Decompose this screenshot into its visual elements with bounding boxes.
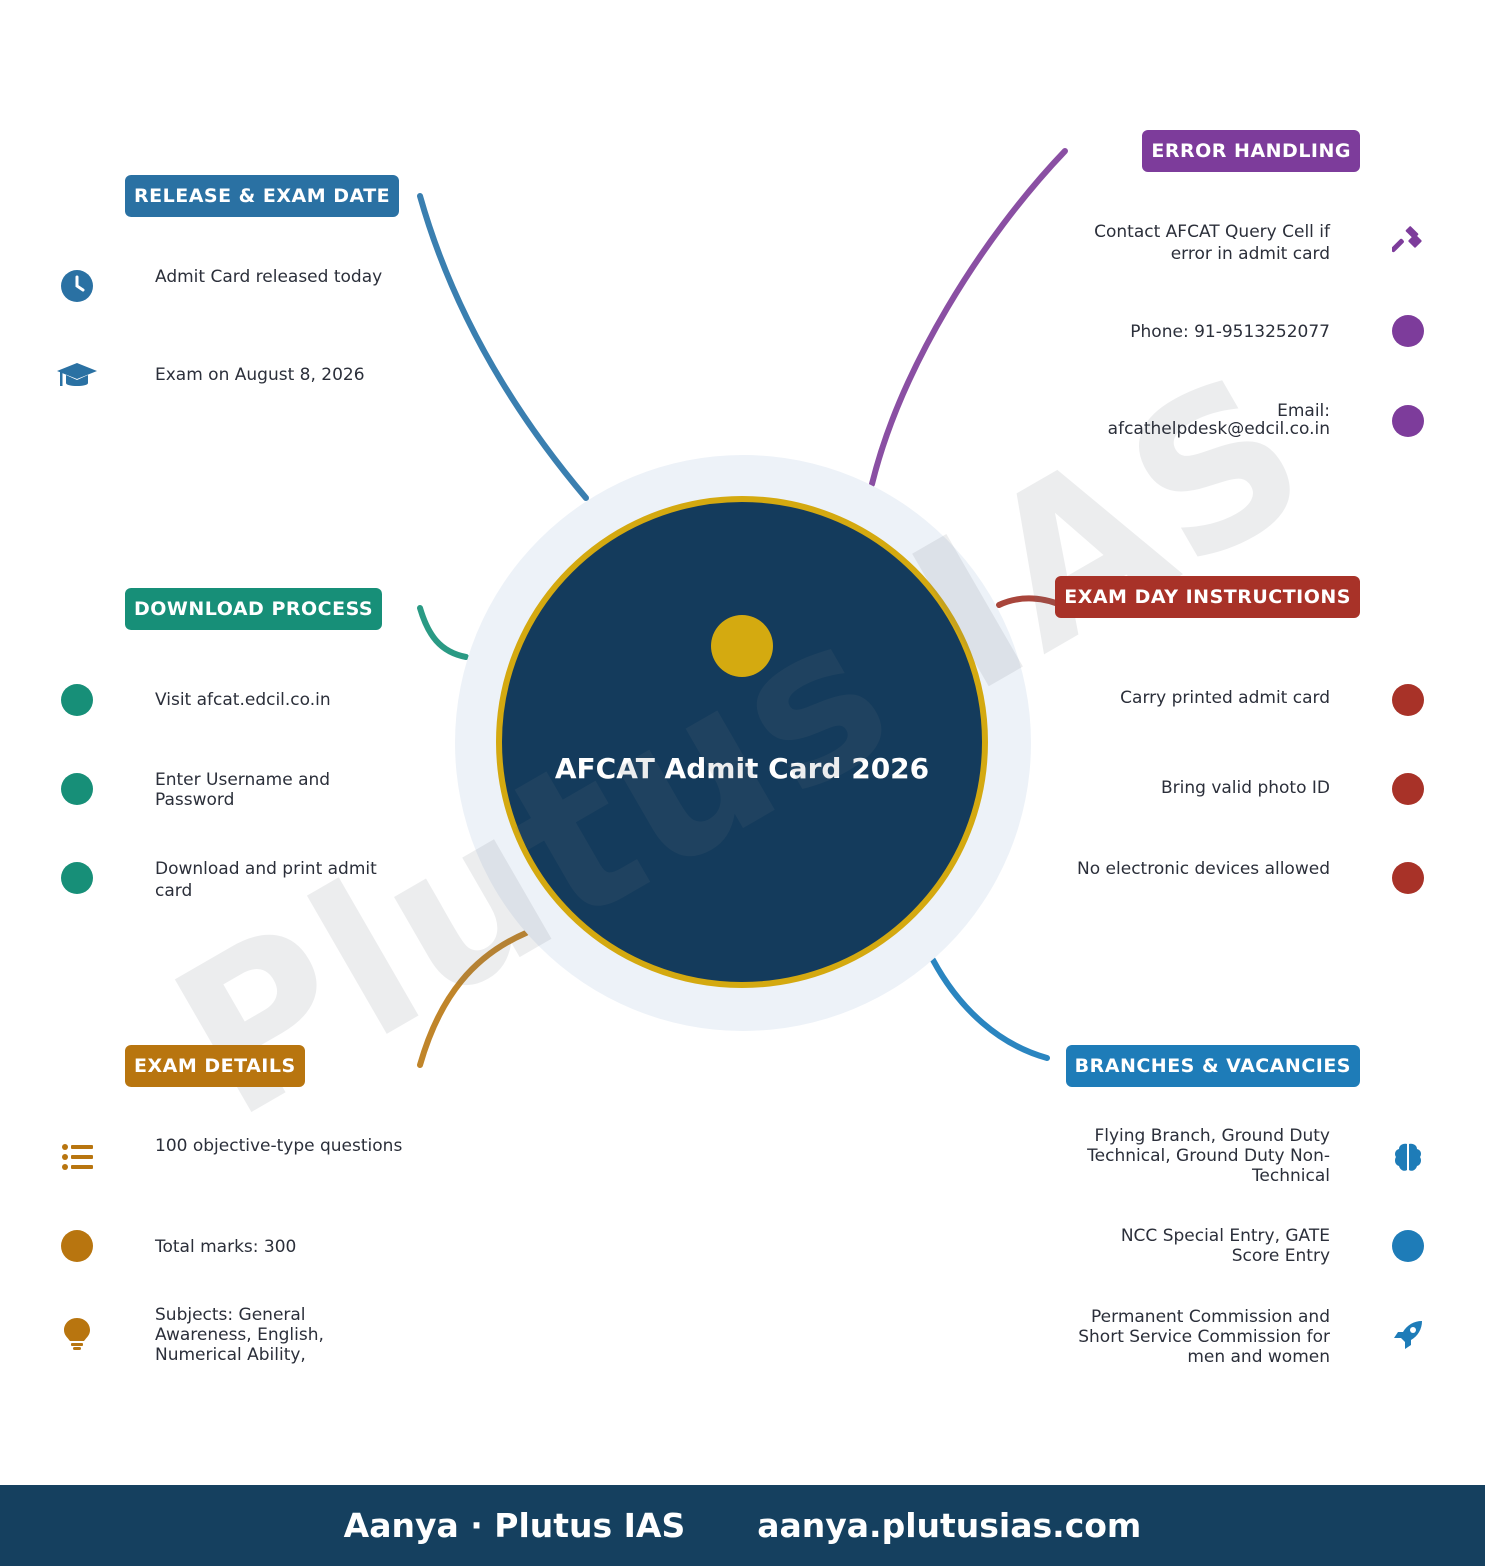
badge-exam-details: EXAM DETAILS — [125, 1045, 305, 1087]
instructions-item-3: No electronic devices allowed — [1077, 859, 1330, 879]
dot-icon — [1392, 405, 1424, 437]
footer-url[interactable]: aanya.plutusias.com — [757, 1506, 1142, 1545]
connector-branches — [930, 957, 1050, 1061]
clock-icon — [61, 270, 93, 302]
release-item-1: Admit Card released today — [155, 267, 383, 287]
dot-icon — [61, 1230, 93, 1262]
instructions-item-2: Bring valid photo ID — [1160, 778, 1330, 798]
exam-details-item-1: 100 objective-type questions — [155, 1136, 403, 1156]
release-item-2: Exam on August 8, 2026 — [155, 365, 365, 385]
badge-instructions: EXAM DAY INSTRUCTIONS — [1055, 576, 1360, 618]
badge-error: ERROR HANDLING — [1142, 130, 1360, 172]
dot-icon — [1392, 1230, 1424, 1262]
graduation-cap-icon — [57, 360, 97, 392]
badge-branches: BRANCHES & VACANCIES — [1065, 1045, 1360, 1087]
error-item-2: Phone: 91-9513252077 — [1130, 322, 1330, 342]
hub-dot-icon — [711, 615, 773, 677]
dot-icon — [1392, 773, 1424, 805]
instructions-item-1: Carry printed admit card — [1120, 688, 1330, 708]
exam-details-item-3: Subjects: General Awareness, English, Nu… — [155, 1305, 324, 1365]
dot-icon — [61, 684, 93, 716]
lightbulb-icon — [63, 1318, 91, 1350]
exam-details-item-2: Total marks: 300 — [155, 1237, 297, 1257]
badge-release: RELEASE & EXAM DATE — [125, 175, 400, 217]
branches-item-2: NCC Special Entry, GATE Score Entry — [1120, 1226, 1330, 1266]
dot-icon — [1392, 684, 1424, 716]
dot-icon — [1392, 315, 1424, 347]
error-item-3: Email: afcathelpdesk@edcil.co.in — [1107, 401, 1330, 439]
connector-release — [417, 193, 589, 501]
hub-title: AFCAT Admit Card 2026 — [554, 752, 930, 785]
error-item-1: Contact AFCAT Query Cell if error in adm… — [1094, 222, 1330, 264]
connector-exam-details — [417, 930, 529, 1068]
dot-icon — [61, 862, 93, 894]
footer-bar: Aanya · Plutus IAS aanya.plutusias.com — [0, 1485, 1485, 1566]
download-item-3: Download and print admit card — [155, 859, 377, 901]
dot-icon — [61, 773, 93, 805]
gavel-icon — [1392, 226, 1424, 258]
connector-download — [417, 605, 469, 660]
brain-icon — [1392, 1141, 1424, 1173]
dot-icon — [1392, 862, 1424, 894]
rocket-icon — [1392, 1319, 1424, 1351]
branches-item-1: Flying Branch, Ground Duty Technical, Gr… — [1087, 1126, 1330, 1186]
footer-brand: Aanya · Plutus IAS — [343, 1506, 686, 1545]
central-hub: AFCAT Admit Card 2026 — [496, 496, 988, 988]
badge-download: DOWNLOAD PROCESS — [125, 588, 383, 630]
download-item-1: Visit afcat.edcil.co.in — [155, 690, 331, 710]
branches-item-3: Permanent Commission and Short Service C… — [1078, 1307, 1330, 1367]
list-icon — [61, 1141, 93, 1173]
download-item-2: Enter Username and Password — [155, 770, 331, 810]
connector-error — [869, 148, 1068, 487]
